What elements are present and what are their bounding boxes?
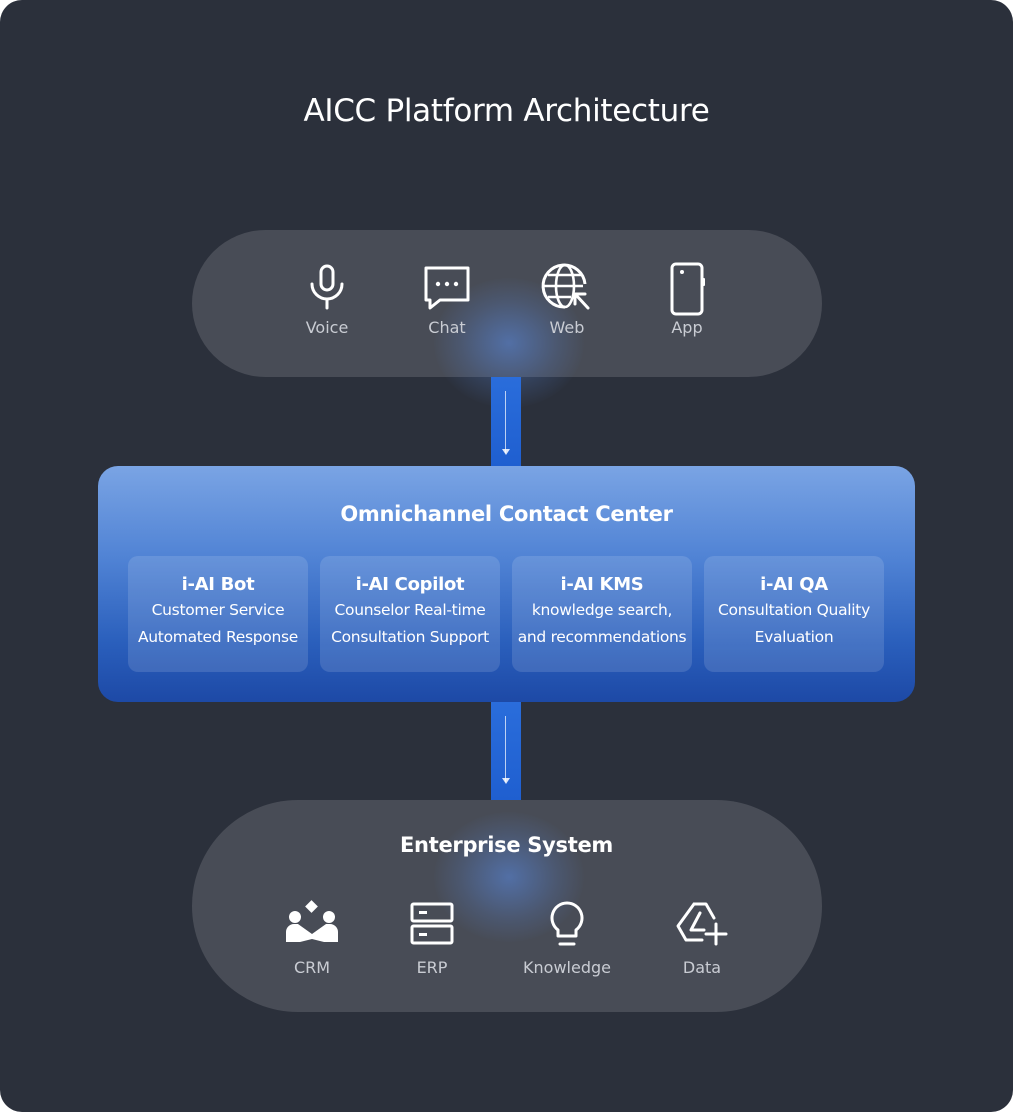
server-stack-icon	[410, 902, 454, 945]
module-name: i-AI KMS	[560, 574, 644, 595]
system-label: Knowledge	[523, 958, 611, 977]
lightbulb-icon	[550, 901, 584, 946]
module-bot: i-AI Bot Customer Service Automated Resp…	[128, 556, 308, 672]
connector-channels-to-center	[491, 377, 521, 466]
channel-voice: Voice	[282, 262, 372, 337]
globe-cursor-icon	[541, 263, 590, 310]
system-label: Data	[682, 958, 722, 977]
module-desc-line1: Customer Service	[151, 601, 285, 619]
system-crm: CRM	[257, 900, 367, 977]
contact-center-panel: Omnichannel Contact Center i-AI Bot Cust…	[98, 466, 915, 702]
smartphone-icon	[670, 262, 705, 316]
channel-label: Chat	[428, 318, 466, 337]
channel-chat: Chat	[402, 262, 492, 337]
system-knowledge: Knowledge	[512, 900, 622, 977]
system-label: CRM	[293, 958, 331, 977]
channel-label: Voice	[305, 318, 349, 337]
module-qa: i-AI QA Consultation Quality Evaluation	[704, 556, 884, 672]
channel-web: Web	[522, 262, 612, 337]
data-add-icon	[676, 902, 728, 946]
system-label: ERP	[416, 958, 448, 977]
channel-label: Web	[549, 318, 585, 337]
module-desc-line2: Automated Response	[137, 628, 298, 646]
microphone-icon	[310, 264, 344, 310]
module-name: i-AI Copilot	[355, 574, 465, 595]
module-desc-line2: Consultation Support	[331, 628, 489, 646]
system-data: Data	[647, 900, 757, 977]
system-erp: ERP	[377, 900, 487, 977]
people-handshake-icon	[286, 900, 338, 942]
connector-center-to-enterprise	[491, 702, 521, 800]
channel-app: App	[642, 262, 732, 337]
enterprise-glow	[434, 812, 584, 942]
module-name: i-AI Bot	[181, 574, 255, 595]
module-desc-line1: knowledge search,	[531, 601, 673, 619]
module-desc-line2: Evaluation	[754, 628, 834, 646]
module-desc-line2: and recommendations	[517, 628, 687, 646]
diagram-title: AICC Platform Architecture	[303, 93, 710, 129]
chat-bubble-icon	[424, 266, 470, 310]
contact-center-title: Omnichannel Contact Center	[340, 502, 673, 526]
module-copilot: i-AI Copilot Counselor Real-time Consult…	[320, 556, 500, 672]
channel-label: App	[671, 318, 703, 337]
enterprise-title: Enterprise System	[400, 833, 613, 857]
module-kms: i-AI KMS knowledge search, and recommend…	[512, 556, 692, 672]
module-desc-line1: Counselor Real-time	[334, 601, 486, 619]
module-desc-line1: Consultation Quality	[718, 601, 870, 619]
module-name: i-AI QA	[760, 574, 828, 595]
